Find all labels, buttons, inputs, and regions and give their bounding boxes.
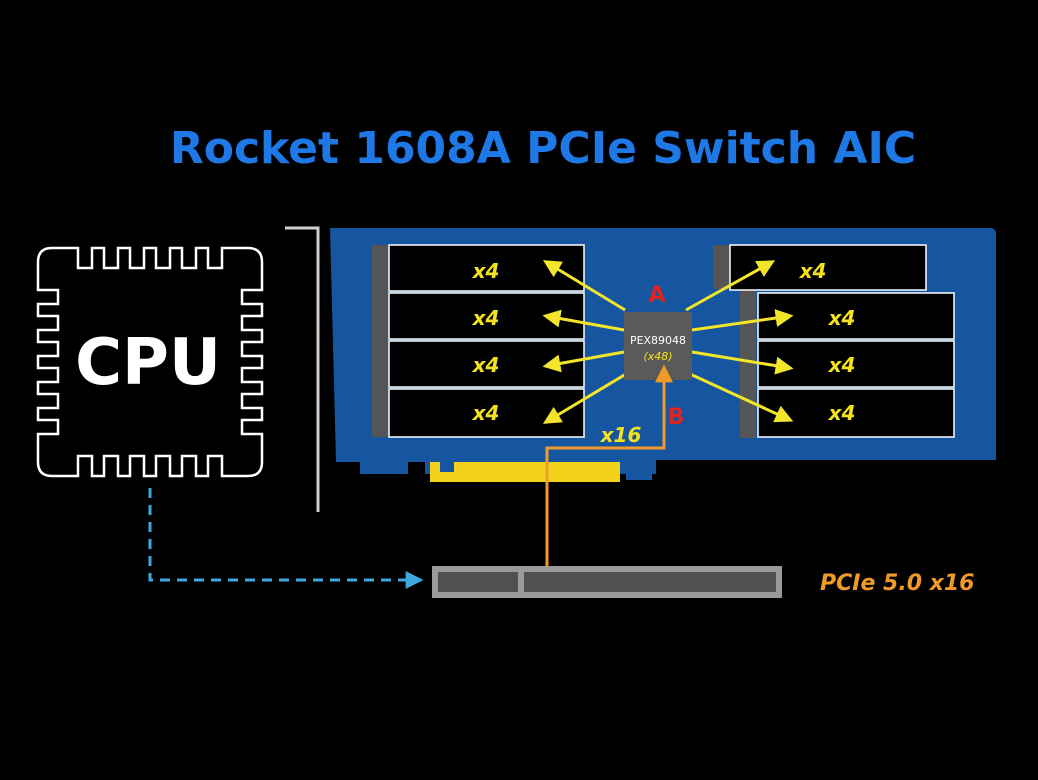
uplink-arrow [545, 364, 673, 570]
switch-chip: PEX89048 (x48) [624, 312, 692, 380]
cpu-outline [36, 246, 264, 478]
m2-lane-label: x4 [799, 259, 827, 283]
m2-lane-label: x4 [828, 306, 856, 330]
m2-lane-label: x4 [472, 259, 500, 283]
slot-inner-right [524, 572, 776, 592]
m2-slot-right-4 [757, 388, 955, 438]
fanout-arrow [542, 372, 627, 424]
gold-fingers [430, 462, 620, 482]
slot-inner-left [438, 572, 518, 592]
fanout-arrow [542, 350, 625, 373]
fanout-arrow [542, 260, 626, 312]
m2-lane-label: x4 [828, 401, 856, 425]
fanout-arrow [542, 309, 625, 332]
slot-label: PCIe 5.0 x16 [820, 571, 974, 596]
gold-fingers-right [626, 462, 652, 480]
fanout-arrow [691, 309, 794, 332]
card-bracket [285, 226, 320, 512]
left-heatsink-strip [372, 245, 388, 437]
marker-b: B [668, 405, 685, 430]
diagram-title: Rocket 1608A PCIe Switch AIC [170, 123, 916, 174]
m2-lane-label: x4 [472, 353, 500, 377]
cpu-block: CPU [36, 246, 264, 478]
card-key-notch [440, 460, 454, 472]
m2-lane-label: x4 [472, 306, 500, 330]
fanout-arrow [685, 260, 776, 312]
marker-a: A [648, 283, 665, 308]
m2-slot-right-3 [757, 340, 955, 388]
cpu-link-arrow [148, 488, 424, 589]
right-top-heatsink-strip [713, 245, 729, 289]
pcie-slot [432, 566, 782, 598]
chip-lanes: (x48) [643, 350, 672, 363]
m2-lane-label: x4 [828, 353, 856, 377]
switch-fanout-arrows [542, 260, 794, 424]
fanout-arrow [689, 372, 794, 423]
right-heatsink-strip [740, 290, 756, 438]
cpu-label: CPU [75, 326, 221, 400]
chip-name: PEX89048 [630, 334, 686, 347]
fanout-arrow [691, 350, 794, 375]
m2-lane-label: x4 [472, 401, 500, 425]
uplink-label: x16 [600, 423, 642, 447]
